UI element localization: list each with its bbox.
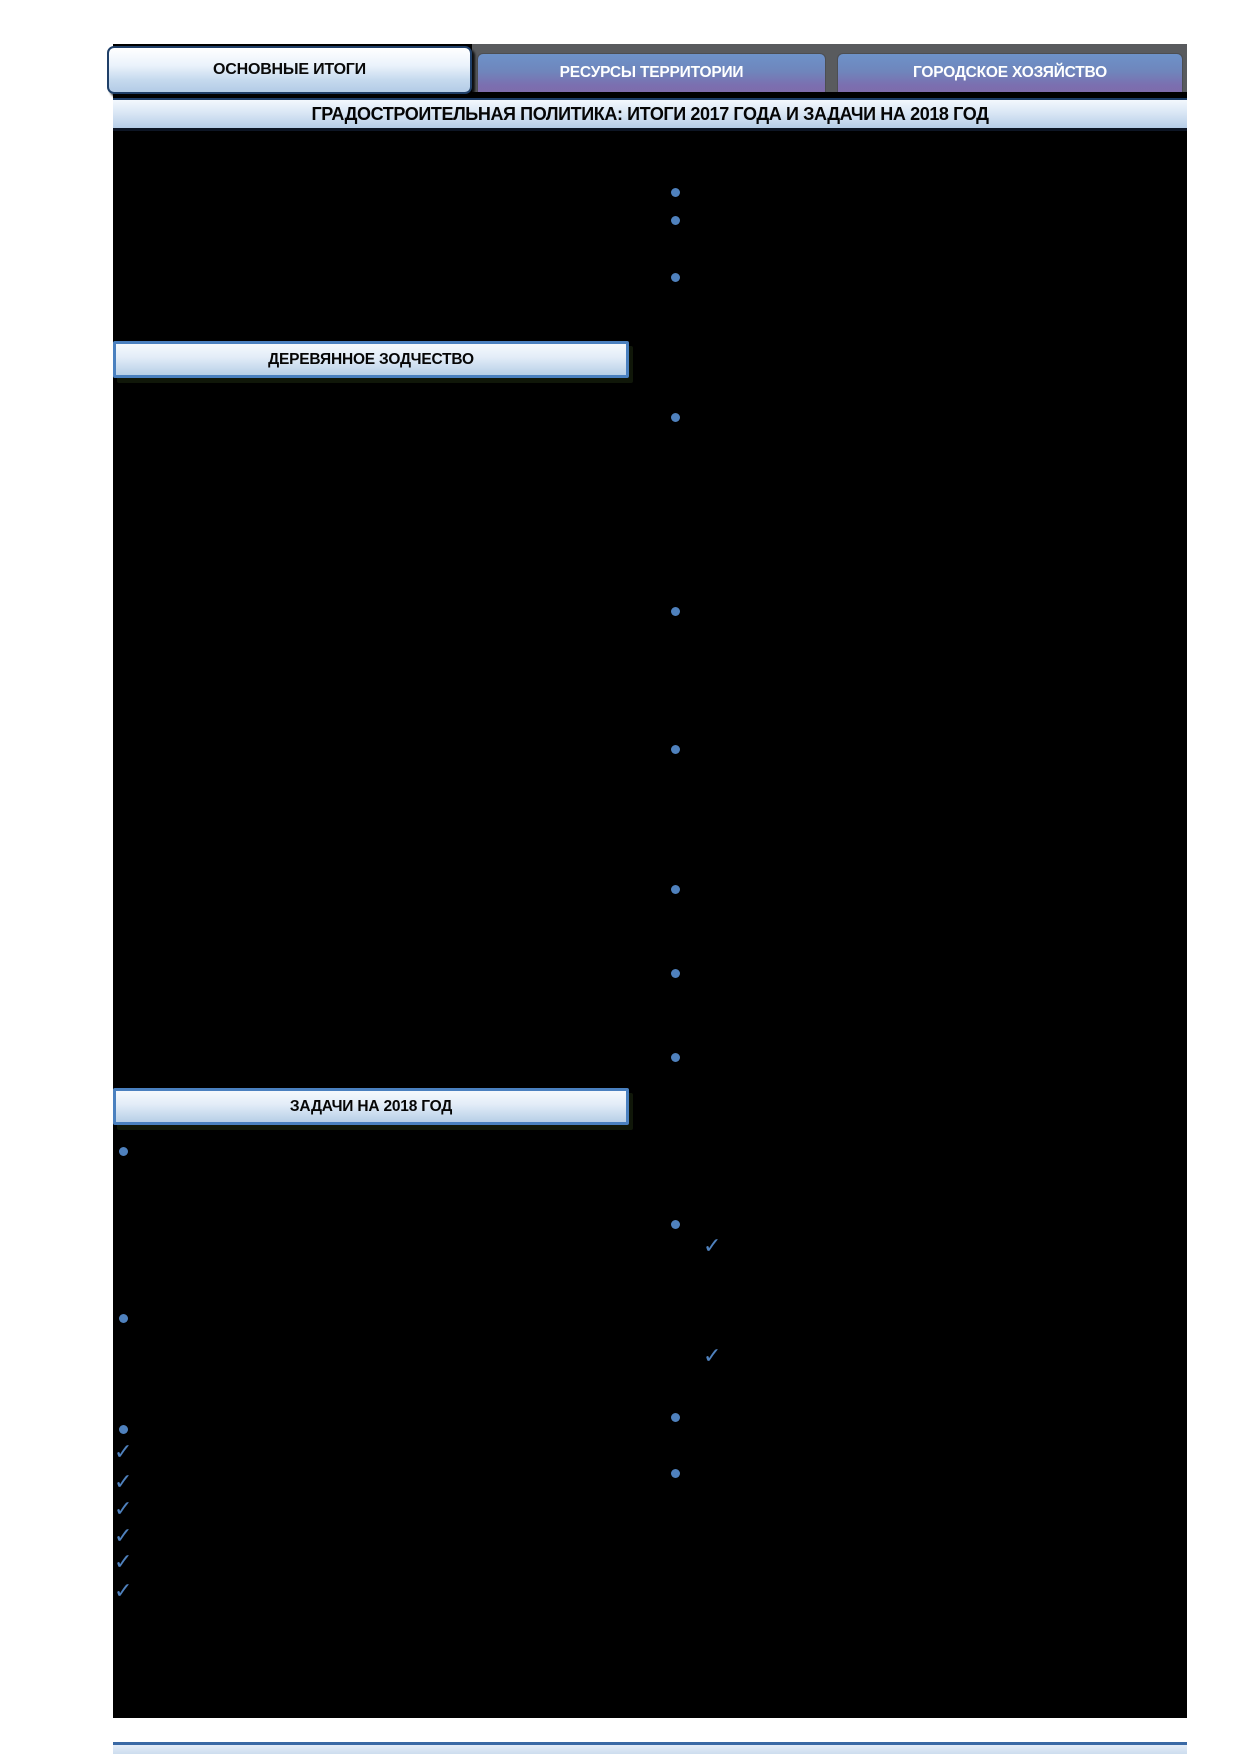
section-header-wooden-architecture: ДЕРЕВЯННОЕ ЗОДЧЕСТВО [113,341,629,378]
bullet-icon [671,273,680,282]
tab-city-economy[interactable]: ГОРОДСКОЕ ХОЗЯЙСТВО [837,53,1183,92]
bullet-icon [671,188,680,197]
bullet-icon [671,969,680,978]
tab-main-results[interactable]: ОСНОВНЫЕ ИТОГИ [107,46,472,94]
bullet-icon [671,885,680,894]
checkmark-icon: ✓ [114,1440,133,1465]
checkmark-icon: ✓ [114,1550,133,1575]
bullet-icon [671,1413,680,1422]
bullet-icon [671,607,680,616]
tab-territory-resources[interactable]: РЕСУРСЫ ТЕРРИТОРИИ [477,53,826,92]
checkmark-icon: ✓ [114,1470,133,1495]
bullet-icon [671,216,680,225]
bullet-icon [671,745,680,754]
bullet-icon [671,413,680,422]
bullet-icon [119,1314,128,1323]
next-section-header-edge [113,1742,1187,1754]
tab-territory-resources-label: РЕСУРСЫ ТЕРРИТОРИИ [559,64,744,81]
bullet-icon [671,1469,680,1478]
checkmark-icon: ✓ [703,1344,722,1369]
section-header-tasks-2018: ЗАДАЧИ НА 2018 ГОД [113,1088,629,1125]
checkmark-icon: ✓ [703,1234,722,1259]
tab-city-economy-label: ГОРОДСКОЕ ХОЗЯЙСТВО [913,64,1107,81]
bullet-icon [671,1053,680,1062]
bullet-icon [119,1425,128,1434]
section-header-wooden-architecture-label: ДЕРЕВЯННОЕ ЗОДЧЕСТВО [268,350,474,368]
section-header-tasks-2018-label: ЗАДАЧИ НА 2018 ГОД [289,1097,453,1115]
tab-main-results-label: ОСНОВНЫЕ ИТОГИ [213,61,366,78]
checkmark-icon: ✓ [114,1524,133,1549]
bullet-icon [119,1147,128,1156]
bullet-icon [671,1220,680,1229]
checkmark-icon: ✓ [114,1579,133,1604]
content-area: ОСНОВНЫЕ ИТОГИ РЕСУРСЫ ТЕРРИТОРИИ ГОРОДС… [107,44,1187,1718]
page-title: ГРАДОСТРОИТЕЛЬНАЯ ПОЛИТИКА: ИТОГИ 2017 Г… [113,98,1187,131]
page-title-text: ГРАДОСТРОИТЕЛЬНАЯ ПОЛИТИКА: ИТОГИ 2017 Г… [311,103,989,124]
checkmark-icon: ✓ [114,1497,133,1522]
